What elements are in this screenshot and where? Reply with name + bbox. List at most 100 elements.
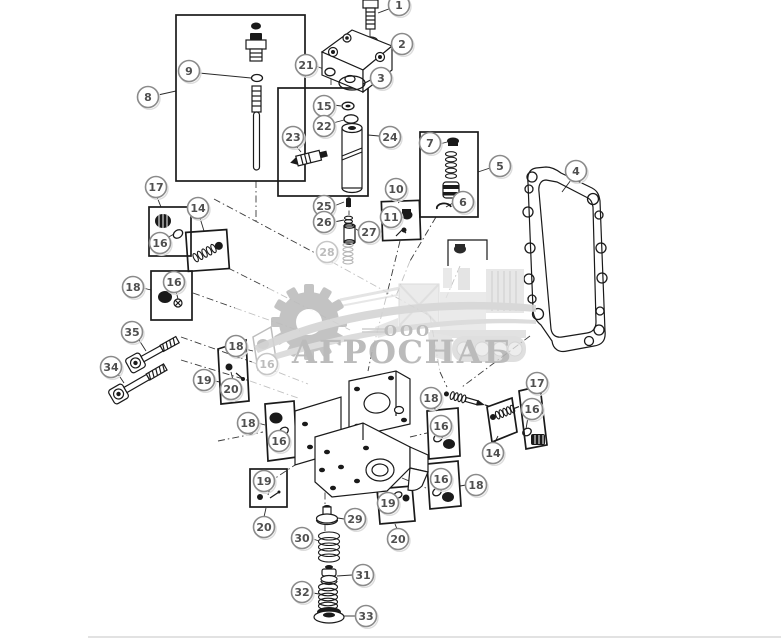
part-oring-3: [338, 75, 366, 91]
part-pin-21: [324, 67, 336, 77]
callout-20: 20: [386, 527, 411, 552]
svg-text:18: 18: [228, 340, 243, 353]
part-spring-14-right: [490, 404, 520, 420]
svg-text:17: 17: [529, 377, 544, 390]
callout-17: 17: [144, 175, 169, 201]
callout-24: 24: [378, 125, 403, 151]
part-valve-body: [294, 370, 429, 498]
group-box-14-right: [486, 396, 518, 444]
part-plug-18-left: [158, 291, 183, 308]
svg-text:18: 18: [423, 392, 438, 405]
svg-text:16: 16: [524, 403, 540, 416]
part-plug-hidden: [454, 244, 466, 254]
callout-18: 18: [464, 473, 489, 498]
svg-text:20: 20: [390, 533, 406, 546]
svg-text:18: 18: [125, 281, 140, 294]
callout-16: 16: [148, 231, 173, 257]
part-relief-valve-5: [435, 137, 460, 210]
part-plug-17-right: [522, 427, 545, 445]
callout-31: 31: [351, 563, 376, 588]
callout-35: 35: [120, 320, 145, 345]
part-rod-8: [245, 22, 267, 171]
callout-8: 8: [136, 85, 161, 111]
svg-text:31: 31: [355, 569, 370, 582]
svg-text:35: 35: [124, 326, 139, 339]
part-gasket-4: [522, 166, 608, 353]
svg-text:23: 23: [285, 131, 300, 144]
svg-text:4: 4: [572, 165, 580, 178]
callout-27: 27: [357, 220, 382, 246]
part-needle: [443, 391, 489, 407]
svg-text:34: 34: [103, 361, 119, 374]
svg-text:16: 16: [271, 435, 287, 448]
callout-17: 17: [525, 371, 550, 396]
part-spool-23: [290, 149, 328, 167]
callout-33: 33: [354, 604, 379, 629]
callout-26: 26: [312, 210, 337, 236]
part-bolt-34: [108, 363, 168, 405]
svg-text:16: 16: [433, 420, 449, 433]
svg-text:7: 7: [426, 137, 434, 150]
callout-3: 3: [369, 66, 394, 92]
part-pin-25: [346, 197, 351, 207]
callout-28: 28: [315, 240, 340, 266]
svg-text:16: 16: [166, 276, 182, 289]
svg-text:5: 5: [496, 160, 504, 173]
part-orifice-19-bl: [257, 490, 281, 500]
svg-text:16: 16: [152, 237, 168, 250]
svg-text:19: 19: [256, 475, 271, 488]
part-spring-14-left: [192, 241, 223, 263]
svg-text:14: 14: [485, 447, 501, 460]
part-cartridge-24: [290, 101, 363, 194]
svg-text:33: 33: [358, 610, 373, 623]
svg-text:21: 21: [298, 59, 313, 72]
callout-5: 5: [488, 154, 513, 180]
group-box-14: [184, 228, 231, 273]
part-poppet-29: [315, 505, 339, 526]
callout-6: 6: [451, 190, 476, 216]
svg-text:18: 18: [240, 417, 255, 430]
callout-9: 9: [177, 59, 202, 85]
svg-text:27: 27: [361, 226, 376, 239]
svg-text:2: 2: [398, 38, 406, 51]
svg-text:3: 3: [377, 72, 385, 85]
svg-text:9: 9: [185, 65, 193, 78]
callout-14: 14: [186, 196, 211, 222]
callout-16: 16: [267, 429, 292, 454]
callout-23: 23: [281, 125, 306, 151]
watermark-tractor: [334, 268, 526, 362]
watermark: ООО АГРОСНАБ: [254, 268, 536, 371]
svg-text:14: 14: [190, 202, 206, 215]
callout-10: 10: [384, 177, 409, 203]
callout-32: 32: [290, 580, 315, 605]
callout-20: 20: [219, 377, 244, 402]
callout-16: 16: [429, 467, 454, 492]
callout-11: 11: [379, 205, 404, 231]
svg-text:17: 17: [148, 181, 163, 194]
svg-text:30: 30: [294, 532, 310, 545]
part-clip-6: [435, 202, 452, 210]
svg-text:20: 20: [256, 521, 272, 534]
callout-16: 16: [429, 414, 454, 439]
callout-18: 18: [236, 411, 261, 436]
callout-29: 29: [343, 507, 368, 532]
watermark-swoosh: [254, 301, 536, 363]
callout-7: 7: [418, 131, 443, 157]
svg-text:19: 19: [196, 374, 211, 387]
callout-30: 30: [290, 526, 315, 551]
svg-text:16: 16: [433, 473, 449, 486]
callout-19: 19: [192, 368, 217, 393]
group-box-8: [175, 14, 306, 182]
callout-16: 16: [255, 352, 280, 377]
group-box-18-lower: [426, 460, 462, 510]
part-plug-17: [155, 214, 184, 239]
callout-14: 14: [481, 441, 506, 466]
watermark-company-name: АГРОСНАБ: [291, 333, 512, 371]
part-guide-31: [320, 565, 338, 586]
svg-text:25: 25: [316, 200, 331, 213]
callout-18: 18: [224, 334, 249, 359]
callout-1: 1: [387, 0, 412, 18]
group-box-hidden: [447, 239, 488, 266]
svg-text:15: 15: [316, 100, 331, 113]
